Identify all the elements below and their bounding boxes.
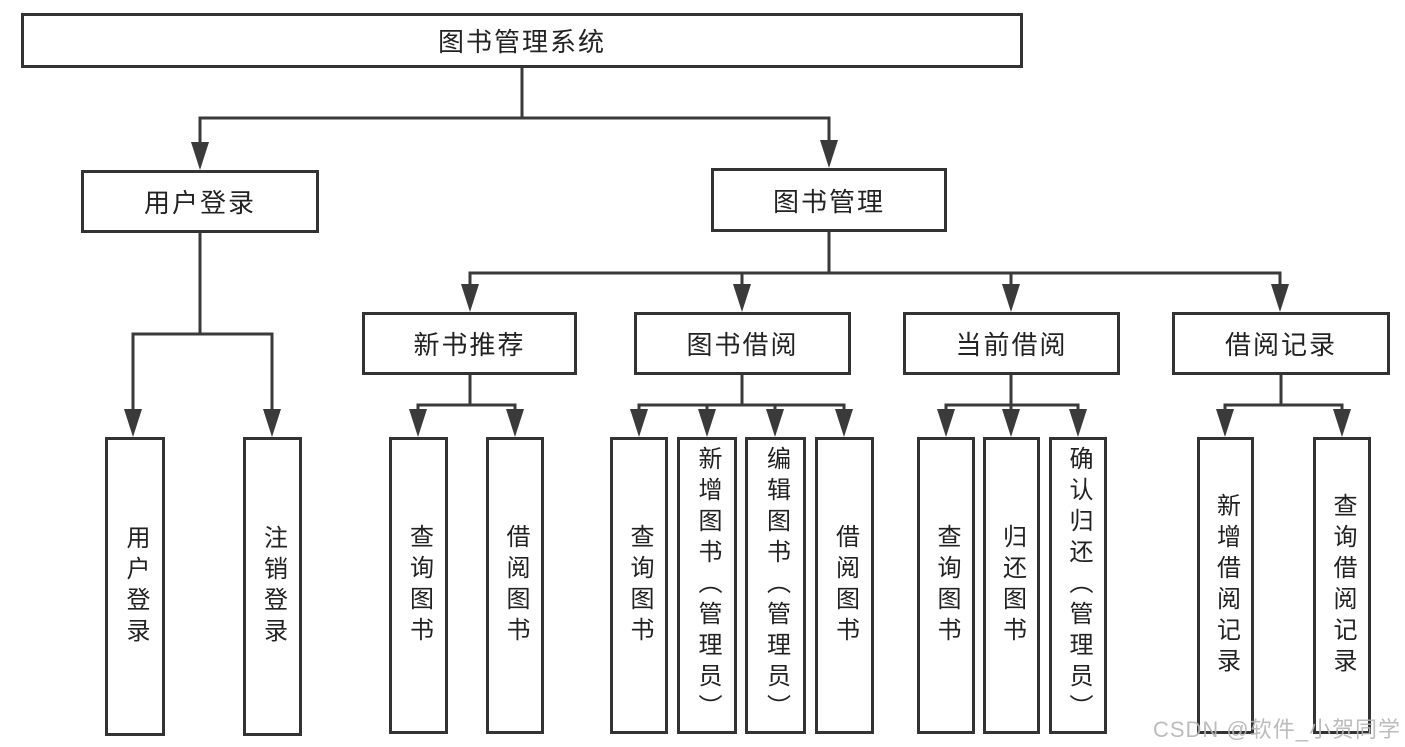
leaf-edit-books-admin-label: 编辑图书（管理员）: [762, 446, 790, 725]
leaf-search-books-borrow: 查询图书: [610, 437, 668, 734]
node-borrowing-records-label: 借阅记录: [1224, 330, 1337, 360]
leaf-edit-books-admin: 编辑图书（管理员）: [745, 437, 806, 734]
leaf-borrow-books-recommend-label: 借阅图书: [502, 523, 529, 648]
node-library-system: 图书管理系统: [21, 13, 1023, 68]
leaf-search-books-borrow-label: 查询图书: [626, 523, 653, 648]
node-current-borrowing: 当前借阅: [903, 312, 1120, 375]
node-library-system-label: 图书管理系统: [437, 27, 606, 57]
node-borrowing-records: 借阅记录: [1172, 312, 1390, 375]
leaf-search-borrow-record-label: 查询借阅记录: [1329, 492, 1356, 679]
leaf-borrow-books-recommend: 借阅图书: [486, 437, 544, 734]
leaf-logout-label: 注销登录: [259, 524, 287, 649]
node-book-management-label: 图书管理: [772, 186, 885, 217]
node-new-book-recommendation: 新书推荐: [362, 312, 577, 375]
leaf-return-books-label: 归还图书: [998, 523, 1026, 648]
node-book-borrowing: 图书借阅: [634, 312, 851, 375]
leaf-add-books-admin: 新增图书（管理员）: [677, 437, 737, 734]
leaf-add-books-admin-label: 新增图书（管理员）: [694, 446, 721, 725]
leaf-add-borrow-record-label: 新增借阅记录: [1212, 492, 1240, 679]
leaf-borrow-books: 借阅图书: [815, 437, 874, 734]
node-current-borrowing-label: 当前借阅: [955, 330, 1068, 360]
leaf-user-login-label: 用户登录: [122, 524, 149, 649]
leaf-confirm-return-admin-label: 确认归还（管理员）: [1065, 446, 1092, 725]
node-new-book-recommendation-label: 新书推荐: [413, 330, 526, 360]
node-user-login-label: 用户登录: [143, 188, 256, 218]
node-book-borrowing-label: 图书借阅: [686, 330, 799, 360]
leaf-search-books-current: 查询图书: [917, 437, 975, 734]
leaf-search-books-recommend-label: 查询图书: [405, 523, 433, 648]
leaf-user-login: 用户登录: [105, 437, 165, 736]
node-user-login: 用户登录: [81, 170, 319, 233]
leaf-return-books: 归还图书: [983, 437, 1040, 734]
leaf-search-books-current-label: 查询图书: [933, 523, 960, 648]
leaf-borrow-books-label: 借阅图书: [831, 523, 859, 648]
leaf-confirm-return-admin: 确认归还（管理员）: [1049, 437, 1107, 734]
leaf-search-books-recommend: 查询图书: [389, 437, 448, 734]
watermark: CSDN @软件_小贺同学: [1152, 717, 1401, 742]
leaf-add-borrow-record: 新增借阅记录: [1197, 437, 1254, 734]
node-book-management: 图书管理: [711, 168, 947, 232]
leaf-search-borrow-record: 查询借阅记录: [1313, 437, 1371, 734]
leaf-logout: 注销登录: [243, 437, 302, 736]
